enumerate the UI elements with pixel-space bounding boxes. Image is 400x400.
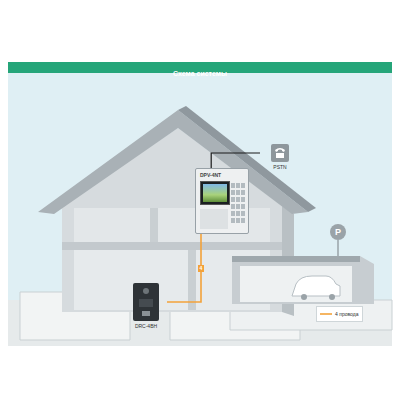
legend-line [320, 311, 332, 317]
garage [232, 256, 374, 304]
keypad-key [241, 183, 245, 188]
legend: 4 провода [316, 306, 363, 322]
handset [275, 148, 285, 152]
keypad-key [236, 197, 240, 202]
title-bar: Схема системы [8, 62, 392, 73]
device-label: PSTN [260, 164, 300, 171]
keypad-key [231, 197, 235, 202]
keypad-key [236, 211, 240, 216]
inner-wall [188, 250, 196, 310]
car-wheel [301, 294, 307, 300]
background-panel [8, 73, 392, 346]
sign-letter: P [335, 228, 341, 237]
screen-image [203, 184, 227, 202]
parking-sign [330, 224, 346, 240]
car-wheel [329, 294, 335, 300]
brand-label: DPV-4NT [196, 169, 248, 178]
garage-roof [232, 256, 360, 262]
wire [167, 234, 201, 302]
keypad-key [231, 204, 235, 209]
keypad-key [236, 190, 240, 195]
door-station: DRC-4BH [125, 283, 167, 330]
wire-count-label: 4 [198, 265, 204, 272]
car [292, 276, 340, 296]
keypad-key [241, 204, 245, 209]
monitor-base [200, 209, 228, 229]
keypad-key [241, 190, 245, 195]
camera-lens [143, 288, 149, 294]
call-button [142, 311, 150, 316]
keypad-key [241, 218, 245, 223]
monitor-screen [200, 181, 230, 205]
inner-wall [150, 208, 158, 242]
video-monitor: DPV-4NT [195, 168, 249, 234]
wire [211, 153, 260, 168]
phone-icon [271, 144, 289, 162]
door-panel [133, 283, 159, 321]
legend-line-sample [320, 313, 332, 315]
keypad-key [231, 190, 235, 195]
keypad-key [236, 183, 240, 188]
legend-text: 4 провода [335, 311, 358, 318]
pstn-phone: PSTN [260, 144, 300, 171]
keypad-key [236, 218, 240, 223]
speaker [139, 299, 153, 307]
keypad-key [231, 211, 235, 216]
title: Схема системы [173, 70, 227, 77]
keypad-key [236, 204, 240, 209]
floor-slab [62, 242, 282, 250]
sign-pole [337, 240, 339, 256]
keypad-key [231, 183, 235, 188]
device-label: DRC-4BH [125, 323, 167, 330]
keypad-key [231, 218, 235, 223]
keypad-key [241, 197, 245, 202]
garage-opening [240, 266, 352, 302]
phone-glyph [271, 144, 289, 162]
keypad-key [241, 211, 245, 216]
roof [38, 110, 308, 214]
phone-base [276, 153, 284, 158]
